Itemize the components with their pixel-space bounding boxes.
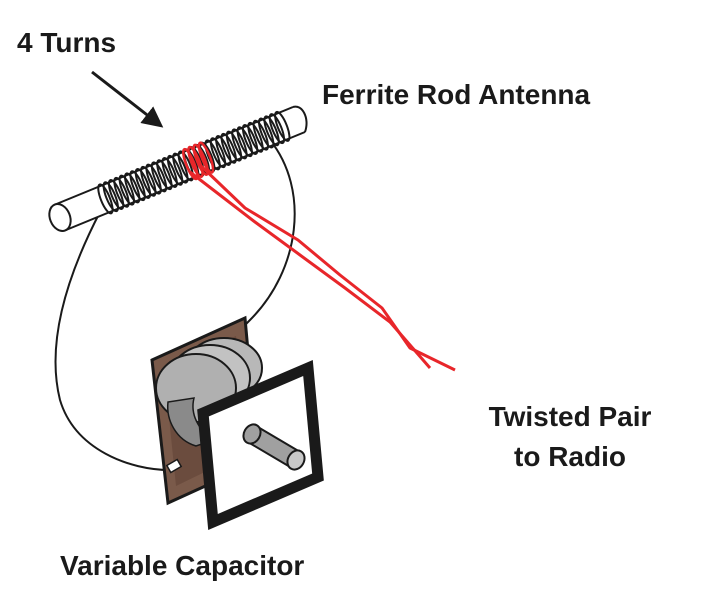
twisted-pair-wire-b: [198, 163, 456, 372]
coil-turn: [140, 165, 157, 197]
coil-turn: [215, 135, 232, 166]
coil-turn: [150, 161, 168, 193]
red-turn: [192, 143, 210, 176]
variable-capacitor: [150, 315, 324, 531]
coil-turn: [134, 168, 152, 199]
left-lead-wire: [54, 211, 171, 471]
coil-turn: [231, 128, 248, 160]
coil-turn: [161, 157, 178, 188]
coil-turn: [177, 150, 194, 182]
coil-turn: [156, 159, 173, 191]
red-turn: [182, 147, 199, 181]
coil-turn: [258, 117, 275, 149]
four-turn-winding: [182, 141, 215, 181]
coil-turn: [204, 139, 221, 171]
label-antenna: Ferrite Rod Antenna: [322, 79, 591, 110]
coil-turn: [118, 174, 135, 206]
coil-turn: [274, 110, 291, 142]
coil-turn: [124, 172, 141, 204]
capacitor-shaft: [242, 423, 306, 471]
coil-turn: [268, 113, 286, 145]
coil-turn: [102, 181, 119, 213]
coil-turn: [220, 132, 237, 164]
coil-turn: [225, 130, 243, 162]
capacitor-plates: [155, 337, 263, 447]
coil-turn: [145, 163, 162, 195]
turns-arrow: [91, 70, 164, 128]
coil-turn: [209, 137, 227, 169]
red-turn: [187, 145, 204, 179]
label-twisted-pair-line2: to Radio: [514, 441, 626, 472]
label-turns: 4 Turns: [17, 27, 116, 58]
twisted-pair: [189, 163, 456, 372]
capacitor-terminal: [165, 458, 183, 474]
coil-winding: [97, 110, 291, 215]
coil-turn: [172, 152, 189, 184]
label-twisted-pair-line1: Twisted Pair: [489, 401, 652, 432]
ferrite-rod-right-end: [292, 105, 308, 133]
coil-turn: [97, 183, 114, 215]
label-capacitor: Variable Capacitor: [60, 550, 304, 581]
coil-turn: [113, 176, 130, 208]
coil-turn: [247, 121, 264, 153]
coil-turn: [129, 170, 146, 202]
coil-turn: [166, 154, 184, 186]
coil-turn: [107, 179, 125, 210]
coil-turn: [236, 126, 253, 158]
coil-turn: [252, 119, 269, 151]
coil-turn: [241, 124, 259, 155]
coil-turn: [263, 115, 280, 147]
red-turn: [197, 141, 215, 174]
ferrite-rod-left-end: [48, 202, 72, 233]
